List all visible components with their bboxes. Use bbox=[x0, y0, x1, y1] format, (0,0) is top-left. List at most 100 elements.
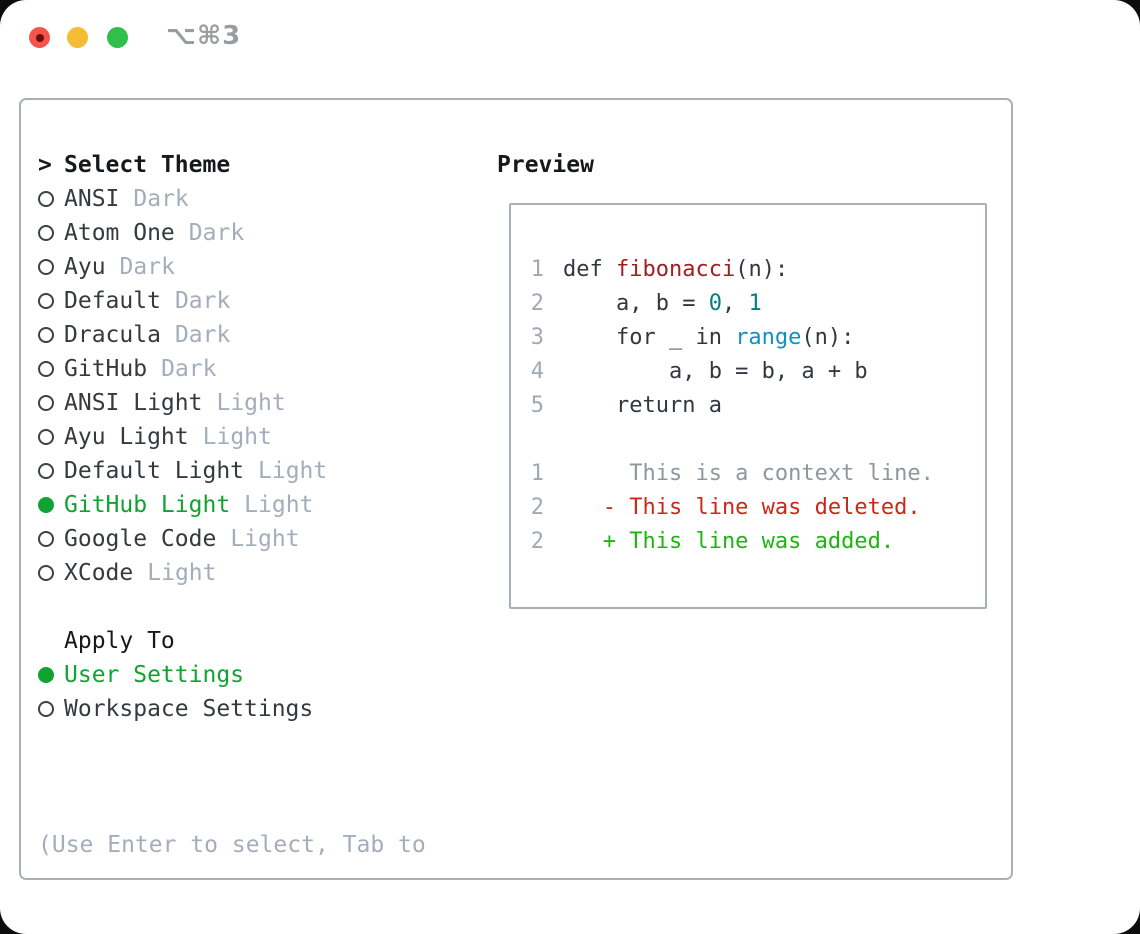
line-number: 4 bbox=[530, 358, 544, 384]
line-number: 1 bbox=[530, 460, 544, 486]
code-token-add: + This line was added. bbox=[563, 528, 895, 554]
titlebar: ⌥⌘3 bbox=[0, 0, 1140, 75]
theme-name: Google Code bbox=[64, 526, 217, 552]
code-token-code: (n): bbox=[801, 324, 855, 350]
spacer-row bbox=[38, 590, 426, 624]
radio-icon bbox=[38, 701, 54, 717]
unsaved-dot-icon bbox=[35, 33, 44, 42]
theme-variant: Dark bbox=[161, 356, 217, 382]
theme-option-github-light[interactable]: GitHub Light Light bbox=[38, 488, 426, 522]
code-token-code: return a bbox=[563, 392, 722, 418]
code-token-code: , bbox=[721, 290, 749, 316]
theme-option-atom-one[interactable]: Atom One Dark bbox=[38, 216, 426, 250]
code-line: 4 a, b = b, a + b bbox=[530, 354, 985, 388]
code-token-ctx: This is a context line. bbox=[563, 460, 934, 486]
radio-icon bbox=[38, 327, 54, 343]
theme-variant: Light bbox=[147, 560, 217, 586]
radio-icon bbox=[38, 463, 54, 479]
code-token-del: - This line was deleted. bbox=[563, 494, 921, 520]
usage-hint-line-1: (Use Enter to select, Tab to bbox=[38, 832, 426, 858]
radio-icon bbox=[38, 293, 54, 309]
theme-option-default[interactable]: Default Dark bbox=[38, 284, 426, 318]
theme-variant: Dark bbox=[119, 254, 175, 280]
theme-option-default-light[interactable]: Default Light Light bbox=[38, 454, 426, 488]
radio-icon bbox=[38, 361, 54, 377]
theme-variant: Light bbox=[258, 458, 328, 484]
theme-option-google-code[interactable]: Google Code Light bbox=[38, 522, 426, 556]
usage-hint-line-2: change focus) bbox=[38, 930, 426, 934]
theme-variant: Light bbox=[216, 390, 286, 416]
code-line bbox=[530, 422, 985, 456]
code-line: 2 - This line was deleted. bbox=[530, 490, 985, 524]
apply-option-label: Workspace Settings bbox=[64, 696, 314, 722]
theme-variant: Dark bbox=[174, 322, 231, 348]
theme-name: ANSI Light bbox=[64, 390, 203, 416]
theme-name: Default bbox=[64, 288, 161, 314]
theme-option-ayu[interactable]: Ayu Dark bbox=[38, 250, 426, 284]
close-button[interactable] bbox=[29, 27, 50, 48]
theme-name: Ayu Light bbox=[64, 424, 189, 450]
code-token-code: for _ in bbox=[563, 324, 736, 350]
theme-variant: Dark bbox=[174, 288, 231, 314]
code-token-bi: range bbox=[735, 324, 802, 350]
code-token-code: a, b = bbox=[563, 290, 709, 316]
code-line: 2 + This line was added. bbox=[530, 524, 985, 558]
theme-name: Dracula bbox=[64, 322, 161, 348]
spacer-row bbox=[38, 726, 426, 760]
apply-option-user-settings[interactable]: User Settings bbox=[38, 658, 426, 692]
theme-option-ayu-light[interactable]: Ayu Light Light bbox=[38, 420, 426, 454]
radio-icon bbox=[38, 395, 54, 411]
apply-to-heading: Apply To bbox=[64, 628, 175, 654]
radio-icon bbox=[38, 565, 54, 581]
theme-name: XCode bbox=[64, 560, 134, 586]
window-title-shortcut: ⌥⌘3 bbox=[166, 21, 242, 51]
apply-option-workspace-settings[interactable]: Workspace Settings bbox=[38, 692, 426, 726]
code-token-kw: def bbox=[563, 256, 616, 282]
radio-icon bbox=[38, 429, 54, 445]
line-number: 2 bbox=[530, 494, 544, 520]
radio-selected-icon bbox=[38, 667, 54, 683]
theme-option-xcode[interactable]: XCode Light bbox=[38, 556, 426, 590]
line-number: 2 bbox=[530, 290, 544, 316]
radio-selected-icon bbox=[38, 497, 54, 513]
theme-variant: Dark bbox=[133, 186, 189, 212]
theme-name: Atom One bbox=[64, 220, 175, 246]
select-theme-heading: Select Theme bbox=[64, 152, 231, 178]
theme-variant: Light bbox=[230, 526, 300, 552]
code-token-num: 0 bbox=[708, 290, 722, 316]
line-number: 2 bbox=[530, 528, 544, 554]
theme-name: Ayu bbox=[64, 254, 106, 280]
theme-variant: Light bbox=[202, 424, 272, 450]
apply-to-header-row: Apply To bbox=[38, 624, 426, 658]
code-line: 2 a, b = 0, 1 bbox=[530, 286, 985, 320]
code-token-fn: fibonacci bbox=[615, 256, 736, 282]
radio-icon bbox=[38, 531, 54, 547]
theme-option-dracula[interactable]: Dracula Dark bbox=[38, 318, 426, 352]
radio-icon bbox=[38, 225, 54, 241]
zoom-button[interactable] bbox=[107, 27, 128, 48]
theme-variant: Light bbox=[244, 492, 314, 518]
apply-option-label: User Settings bbox=[64, 662, 245, 688]
code-line: 5 return a bbox=[530, 388, 985, 422]
theme-variant: Dark bbox=[188, 220, 245, 246]
theme-name: GitHub Light bbox=[64, 492, 231, 518]
line-number: 1 bbox=[530, 256, 544, 282]
code-line: 3 for _ in range(n): bbox=[530, 320, 985, 354]
preview-heading: Preview bbox=[497, 152, 594, 178]
radio-icon bbox=[38, 259, 54, 275]
select-theme-header-row: > Select Theme bbox=[38, 148, 426, 182]
code-token-num: 1 bbox=[748, 290, 762, 316]
minimize-button[interactable] bbox=[67, 27, 88, 48]
theme-name: Default Light bbox=[64, 458, 245, 484]
theme-option-ansi-light[interactable]: ANSI Light Light bbox=[38, 386, 426, 420]
